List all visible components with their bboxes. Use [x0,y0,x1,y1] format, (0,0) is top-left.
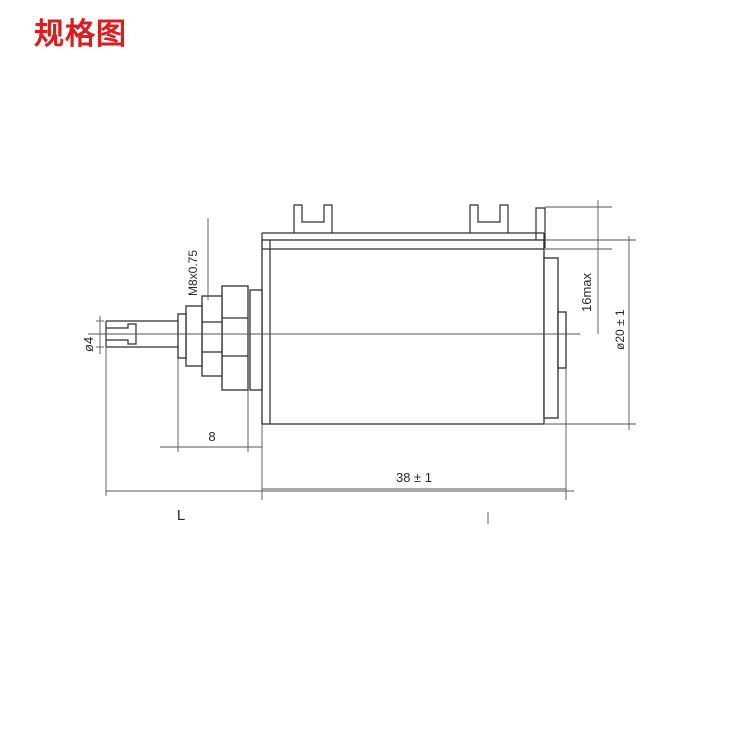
terminal-tab-rear [535,207,546,248]
shaft-diameter-dimension: ø4 [81,316,104,354]
rear-end-cap [543,257,567,419]
terminal-lug-left [293,204,333,233]
length-label: L [177,507,185,524]
overall-length-dimension: L [105,347,574,524]
height-dimension: 16max [545,200,612,334]
body-diameter-label: ø20 ± 1 [613,309,627,350]
thread-dimension: M8x0.75 [186,218,209,300]
thread-label: M8x0.75 [186,250,200,296]
page-title: 规格图 [34,17,127,52]
terminal-lug-right [469,204,509,233]
shaft-diameter-label: ø4 [81,337,96,352]
mounting-nut [177,285,249,391]
bushing-length-label: 8 [208,429,215,444]
front-flange [249,289,263,391]
body-diameter-dimension: ø20 ± 1 [545,236,636,430]
body-length-dimension: 38 ± 1 [261,368,567,500]
height-label: 16max [579,272,594,312]
body-length-label: 38 ± 1 [396,470,432,485]
potentiometer-body [261,232,545,425]
bushing-length-dimension: 8 [160,358,262,452]
